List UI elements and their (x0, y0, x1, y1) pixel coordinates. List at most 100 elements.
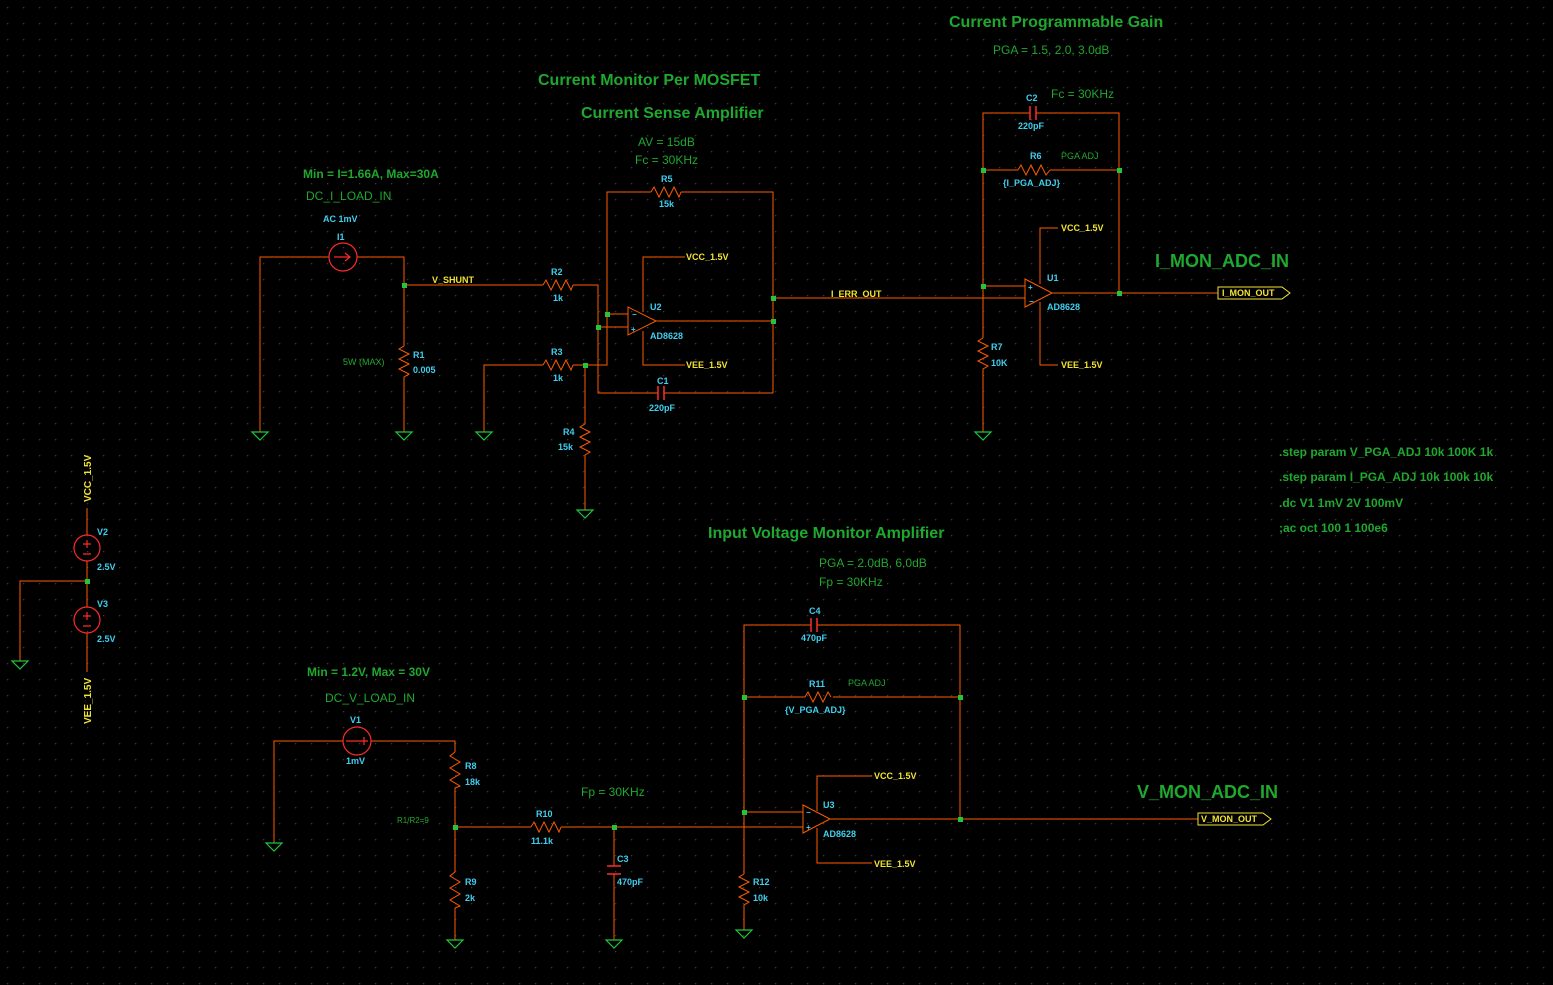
net-label-u2-vcc: VCC_1.5V (686, 252, 729, 262)
c2-capacitor[interactable] (1029, 106, 1037, 120)
i1-current-source[interactable] (328, 242, 358, 272)
r11-resistor[interactable] (804, 690, 832, 704)
r5-value: 15k (659, 199, 675, 209)
u3-ref: U3 (823, 800, 835, 810)
v-load-name: DC_V_LOAD_IN (325, 691, 415, 705)
svg-text:+: + (631, 325, 636, 334)
current-pga-title: Current Programmable Gain (949, 14, 1163, 31)
directive-ac: ;ac oct 100 1 100e6 (1279, 521, 1388, 535)
net-label-supply-vee: VEE_1.5V (83, 678, 94, 724)
r10-ref: R10 (536, 809, 553, 819)
r12-resistor[interactable] (737, 873, 751, 908)
r8-resistor[interactable] (449, 751, 462, 792)
v1-ref: V1 (350, 715, 361, 725)
v-mon-title: Input Voltage Monitor Amplifier (708, 525, 944, 542)
r3-resistor[interactable] (542, 358, 574, 372)
r1-ref: R1 (413, 350, 425, 360)
net-label-u2-vee: VEE_1.5V (686, 360, 728, 370)
v2-value: 2.5V (97, 562, 116, 572)
r1-note: 5W (MAX) (343, 357, 385, 367)
directive-step-ipga: .step param I_PGA_ADJ 10k 100k 10k (1279, 470, 1493, 484)
r1-resistor[interactable] (397, 345, 411, 380)
r6-resistor[interactable] (1017, 163, 1051, 177)
r7-ref: R7 (991, 342, 1003, 352)
c1-value: 220pF (649, 403, 676, 413)
c2-value: 220pF (1018, 121, 1045, 131)
v3-voltage-source[interactable] (73, 606, 101, 634)
v-mon-fp: Fp = 30KHz (819, 575, 883, 589)
net-label-supply-vcc: VCC_1.5V (83, 454, 94, 502)
r5-resistor[interactable] (650, 185, 682, 199)
r8-ref: R8 (465, 761, 477, 771)
net-label-u1-vee: VEE_1.5V (1061, 360, 1103, 370)
u3-opamp[interactable]: − + (802, 804, 832, 834)
current-pga-spec: PGA = 1.5, 2.0, 3.0dB (993, 43, 1109, 57)
r7-value: 10K (991, 358, 1008, 368)
svg-text:−: − (632, 310, 637, 319)
r4-resistor[interactable] (578, 423, 592, 458)
c1-capacitor[interactable] (657, 386, 665, 400)
c2-ref: C2 (1026, 93, 1038, 103)
i-mon-out-port[interactable]: I_MON_OUT (1217, 286, 1291, 300)
c4-capacitor[interactable] (810, 618, 818, 632)
r3-ref: R3 (551, 347, 563, 357)
v-mon-pga: PGA = 2.0dB, 6.0dB (819, 556, 927, 570)
current-pga-fc: Fc = 30KHz (1051, 87, 1114, 101)
v-mon-out-port[interactable]: V_MON_OUT (1197, 812, 1272, 826)
r9-value: 2k (465, 893, 476, 903)
ground-symbols (10, 431, 993, 949)
r12-value: 10k (753, 893, 769, 903)
svg-text:−: − (806, 808, 811, 817)
r2-resistor[interactable] (542, 278, 574, 292)
c4-ref: C4 (809, 606, 821, 616)
r12-ref: R12 (753, 877, 770, 887)
i1-value: AC 1mV (323, 214, 358, 224)
v1-value: 1mV (346, 756, 365, 766)
net-label-u3-vee: VEE_1.5V (874, 859, 916, 869)
i1-ref: I1 (337, 232, 345, 242)
r6-ref: R6 (1030, 151, 1042, 161)
v-mon-adc-title: V_MON_ADC_IN (1137, 782, 1278, 802)
c3-value: 470pF (617, 877, 644, 887)
i-load-range: Min = I=1.66A, Max=30A (303, 167, 439, 181)
r11-note: PGA ADJ (848, 678, 886, 688)
current-sense-title: Current Sense Amplifier (581, 105, 764, 122)
svg-text:+: + (806, 823, 811, 832)
c3-ref: C3 (617, 854, 629, 864)
r6-note: PGA ADJ (1061, 151, 1099, 161)
v2-voltage-source[interactable] (73, 534, 101, 562)
c4-value: 470pF (801, 633, 828, 643)
wires (19, 112, 1218, 940)
r3-value: 1k (553, 373, 564, 383)
c3-capacitor[interactable] (607, 865, 621, 875)
c1-ref: C1 (657, 376, 669, 386)
r2-value: 1k (553, 293, 564, 303)
svg-text:+: + (1028, 283, 1033, 292)
r9-resistor[interactable] (449, 871, 462, 909)
i-load-name: DC_I_LOAD_IN (306, 189, 391, 203)
i-mon-out-label: I_MON_OUT (1222, 288, 1275, 298)
r11-ref: R11 (809, 679, 825, 689)
junction-nodes (85, 168, 1122, 830)
u1-opamp[interactable]: + − (1024, 278, 1054, 308)
r5-ref: R5 (661, 174, 673, 184)
v3-ref: V3 (97, 599, 108, 609)
u2-opamp[interactable]: − + (627, 306, 658, 336)
r1-value: 0.005 (413, 365, 436, 375)
v3-value: 2.5V (97, 634, 116, 644)
r2-ref: R2 (551, 267, 563, 277)
v1-voltage-source[interactable] (342, 726, 372, 756)
r8-value: 18k (465, 777, 481, 787)
v-load-range: Min = 1.2V, Max = 30V (307, 665, 430, 679)
r4-value: 15k (558, 442, 574, 452)
u1-ref: U1 (1047, 273, 1059, 283)
net-label-u3-vcc: VCC_1.5V (874, 771, 917, 781)
u2-value: AD8628 (650, 331, 683, 341)
r9-ref: R9 (465, 877, 477, 887)
r10-resistor[interactable] (530, 820, 562, 834)
v-mon-out-label: V_MON_OUT (1201, 814, 1258, 824)
directive-step-vpga: .step param V_PGA_ADJ 10k 100K 1k (1279, 445, 1493, 459)
r7-resistor[interactable] (976, 337, 990, 372)
r10-value: 11.1k (531, 836, 554, 846)
net-label-i-err-out: I_ERR_OUT (831, 289, 882, 299)
